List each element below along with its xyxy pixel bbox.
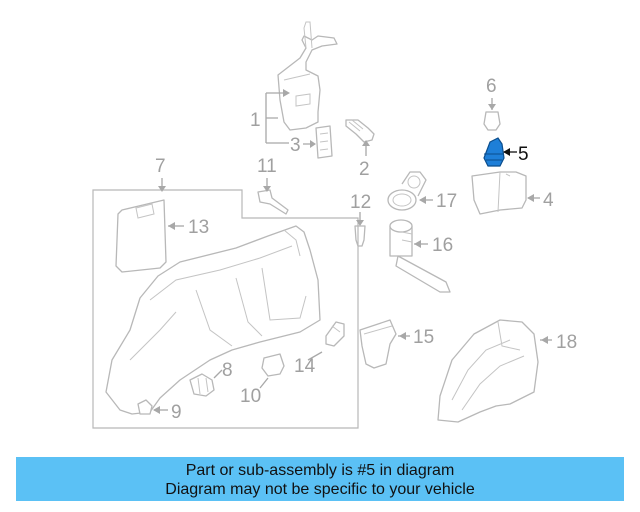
- svg-text:6: 6: [486, 76, 497, 97]
- svg-text:12: 12: [350, 192, 371, 213]
- banner-line-disclaimer: Diagram may not be specific to your vehi…: [165, 481, 475, 498]
- part-8-grommet: 8: [189, 360, 233, 397]
- part-2-bolt: 2: [345, 119, 375, 180]
- svg-text:17: 17: [436, 191, 457, 212]
- part-15-cover: 15: [359, 319, 434, 369]
- svg-text:11: 11: [257, 156, 277, 177]
- part-10-clip: 10: [240, 353, 285, 407]
- callout-3: 3: [266, 135, 312, 156]
- part-3-clip-plate: [315, 125, 333, 159]
- part-12-pin: 12: [350, 192, 371, 247]
- parts-diagram: 1 3 2 6 5 4 17: [92, 21, 577, 429]
- part-18-wheelhouse: 18: [437, 319, 577, 423]
- part-quarter-trim-panel: [105, 225, 321, 415]
- part-11-screw: 11: [257, 156, 289, 215]
- svg-text:7: 7: [155, 156, 166, 177]
- svg-text:10: 10: [240, 386, 261, 407]
- svg-text:18: 18: [556, 332, 577, 353]
- svg-text:16: 16: [432, 235, 453, 256]
- svg-text:1: 1: [250, 110, 261, 131]
- svg-text:8: 8: [222, 360, 233, 381]
- svg-text:15: 15: [413, 327, 434, 348]
- part-13-panel: 13: [115, 199, 209, 273]
- part-1-pillar-trim: [277, 21, 338, 131]
- part-14-hook: 14: [294, 321, 345, 377]
- part-6-nut: 6: [483, 76, 501, 131]
- part-5-push-clip: 5: [483, 137, 529, 167]
- svg-text:14: 14: [294, 356, 316, 377]
- info-banner: Part or sub-assembly is #5 in diagram Di…: [16, 457, 624, 501]
- part-17-housing: 17: [387, 171, 457, 212]
- svg-text:9: 9: [171, 402, 182, 423]
- svg-text:2: 2: [359, 159, 370, 180]
- part-16-bucket: 16: [389, 219, 453, 293]
- svg-text:5: 5: [518, 144, 529, 165]
- svg-text:13: 13: [188, 217, 209, 238]
- callout-1: 1: [250, 92, 283, 143]
- svg-text:4: 4: [543, 190, 554, 211]
- part-9-clip: 9: [137, 399, 182, 423]
- leader-arrowheads: [153, 89, 548, 414]
- part-4-bracket: 4: [471, 171, 554, 215]
- svg-text:3: 3: [290, 135, 301, 156]
- banner-line-part-number: Part or sub-assembly is #5 in diagram: [185, 462, 455, 479]
